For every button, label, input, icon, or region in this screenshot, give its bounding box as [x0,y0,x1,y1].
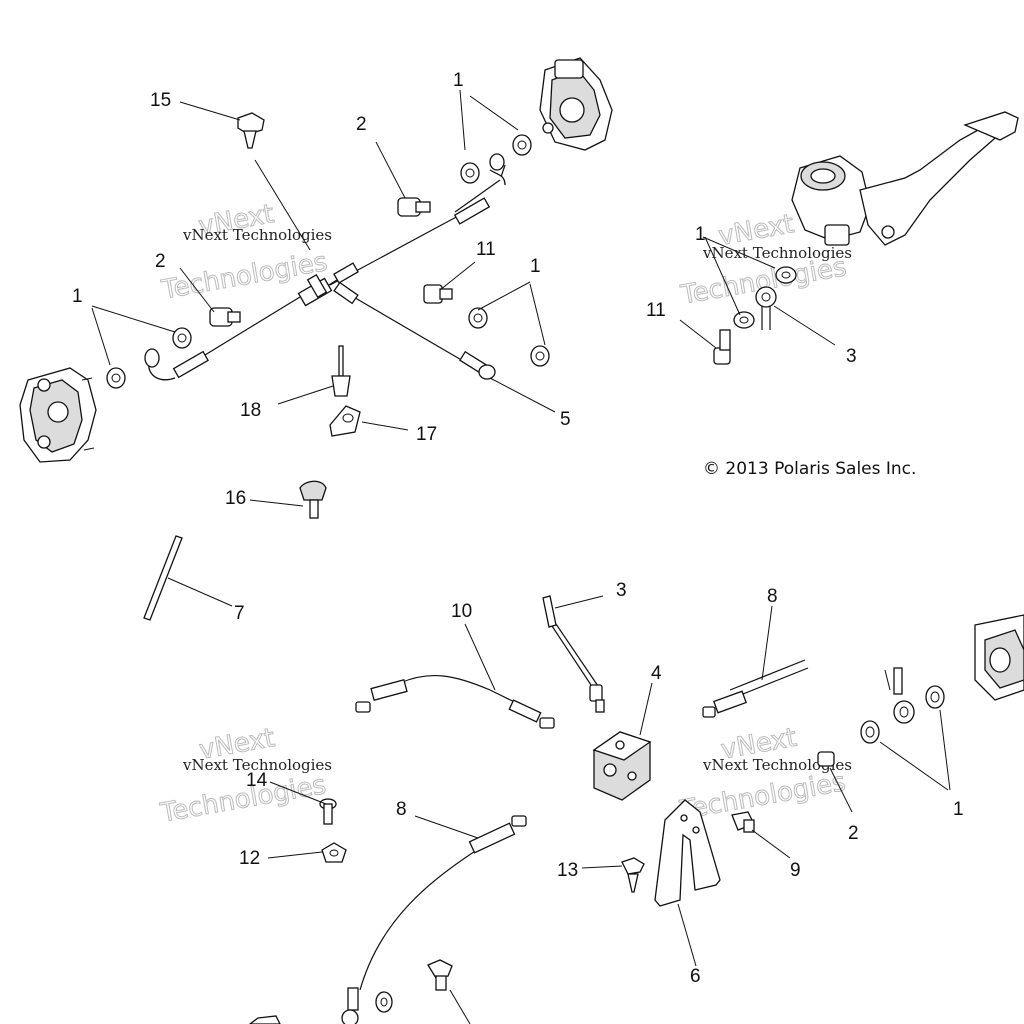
mounting-bracket-6 [654,799,721,907]
callout-6: 6 [690,966,701,987]
brake-master-cylinder-lever [791,111,1019,246]
watermark-outline-word: Technologies [158,770,329,829]
callout-11: 11 [646,300,666,321]
callout-8: 8 [396,799,407,820]
bolt-11-parts [423,284,731,365]
callout-16: 16 [225,488,246,509]
callout-18: 18 [240,400,261,421]
brake-line-10 [355,674,555,729]
clip-16 [299,480,327,519]
pushrod-7 [143,535,183,621]
brake-hose-3-top [755,286,777,330]
callout-9: 9 [790,860,801,881]
washer-parts [106,134,797,389]
callout-14: 14 [246,770,268,791]
banjo-bolt-parts [209,197,431,327]
rear-brake-caliper [974,614,1024,701]
bolt-9 [731,811,755,833]
watermark-bottom-left: vNext Technologies vNext Technologies [157,723,332,830]
clip-12 [321,842,347,863]
callout-2: 2 [155,251,166,272]
watermark-bottom-right: vNext Technologies vNext Technologies [677,722,852,826]
callout-4: 4 [651,663,662,684]
clip-17 [329,405,361,437]
leader-lines-bottom [267,595,951,1024]
rivet-18 [331,345,351,397]
callout-2: 2 [848,823,859,844]
brake-line-8-right [702,659,809,718]
callout-1: 1 [695,224,706,245]
callout-3: 3 [846,346,857,367]
callout-17: 17 [416,424,437,445]
watermark-outline-word: Technologies [677,767,848,826]
watermark-text: vNext Technologies [182,226,332,244]
callout-5: 5 [560,409,571,430]
copyright-notice: © 2013 Polaris Sales Inc. [703,459,916,479]
watermark-text: vNext Technologies [702,244,852,262]
callout-8: 8 [767,586,778,607]
callout-1: 1 [72,286,83,307]
right-brake-caliper [539,57,613,151]
brake-junction-block-4 [592,731,652,801]
brake-line-8-bottom [341,815,527,1024]
rear-washers-banjo [817,667,945,767]
callout-12: 12 [239,848,260,869]
front-brake-line-assembly [144,153,506,381]
watermark-text: vNext Technologies [702,756,852,774]
callout-7: 7 [234,603,245,624]
brake-hose-3-bottom [542,595,605,713]
leader-lines-top [91,89,836,607]
callout-13: 13 [557,860,578,881]
callout-1: 1 [953,799,964,820]
callout-1: 1 [453,70,464,91]
callout-1: 1 [530,256,541,277]
callout-labels: 15 2 1 2 1 11 1 5 18 17 16 7 1 11 3 10 3… [72,70,964,987]
screw-15 [237,112,265,149]
left-brake-caliper [19,367,97,463]
bottom-partial-parts [248,959,453,1024]
callout-11: 11 [476,239,496,260]
screw-13 [621,857,645,893]
callout-2: 2 [356,114,367,135]
callout-3: 3 [616,580,627,601]
callout-10: 10 [451,601,472,622]
callout-15: 15 [150,90,171,111]
rivet-14 [319,798,337,825]
watermark-text: vNext Technologies [182,756,332,774]
